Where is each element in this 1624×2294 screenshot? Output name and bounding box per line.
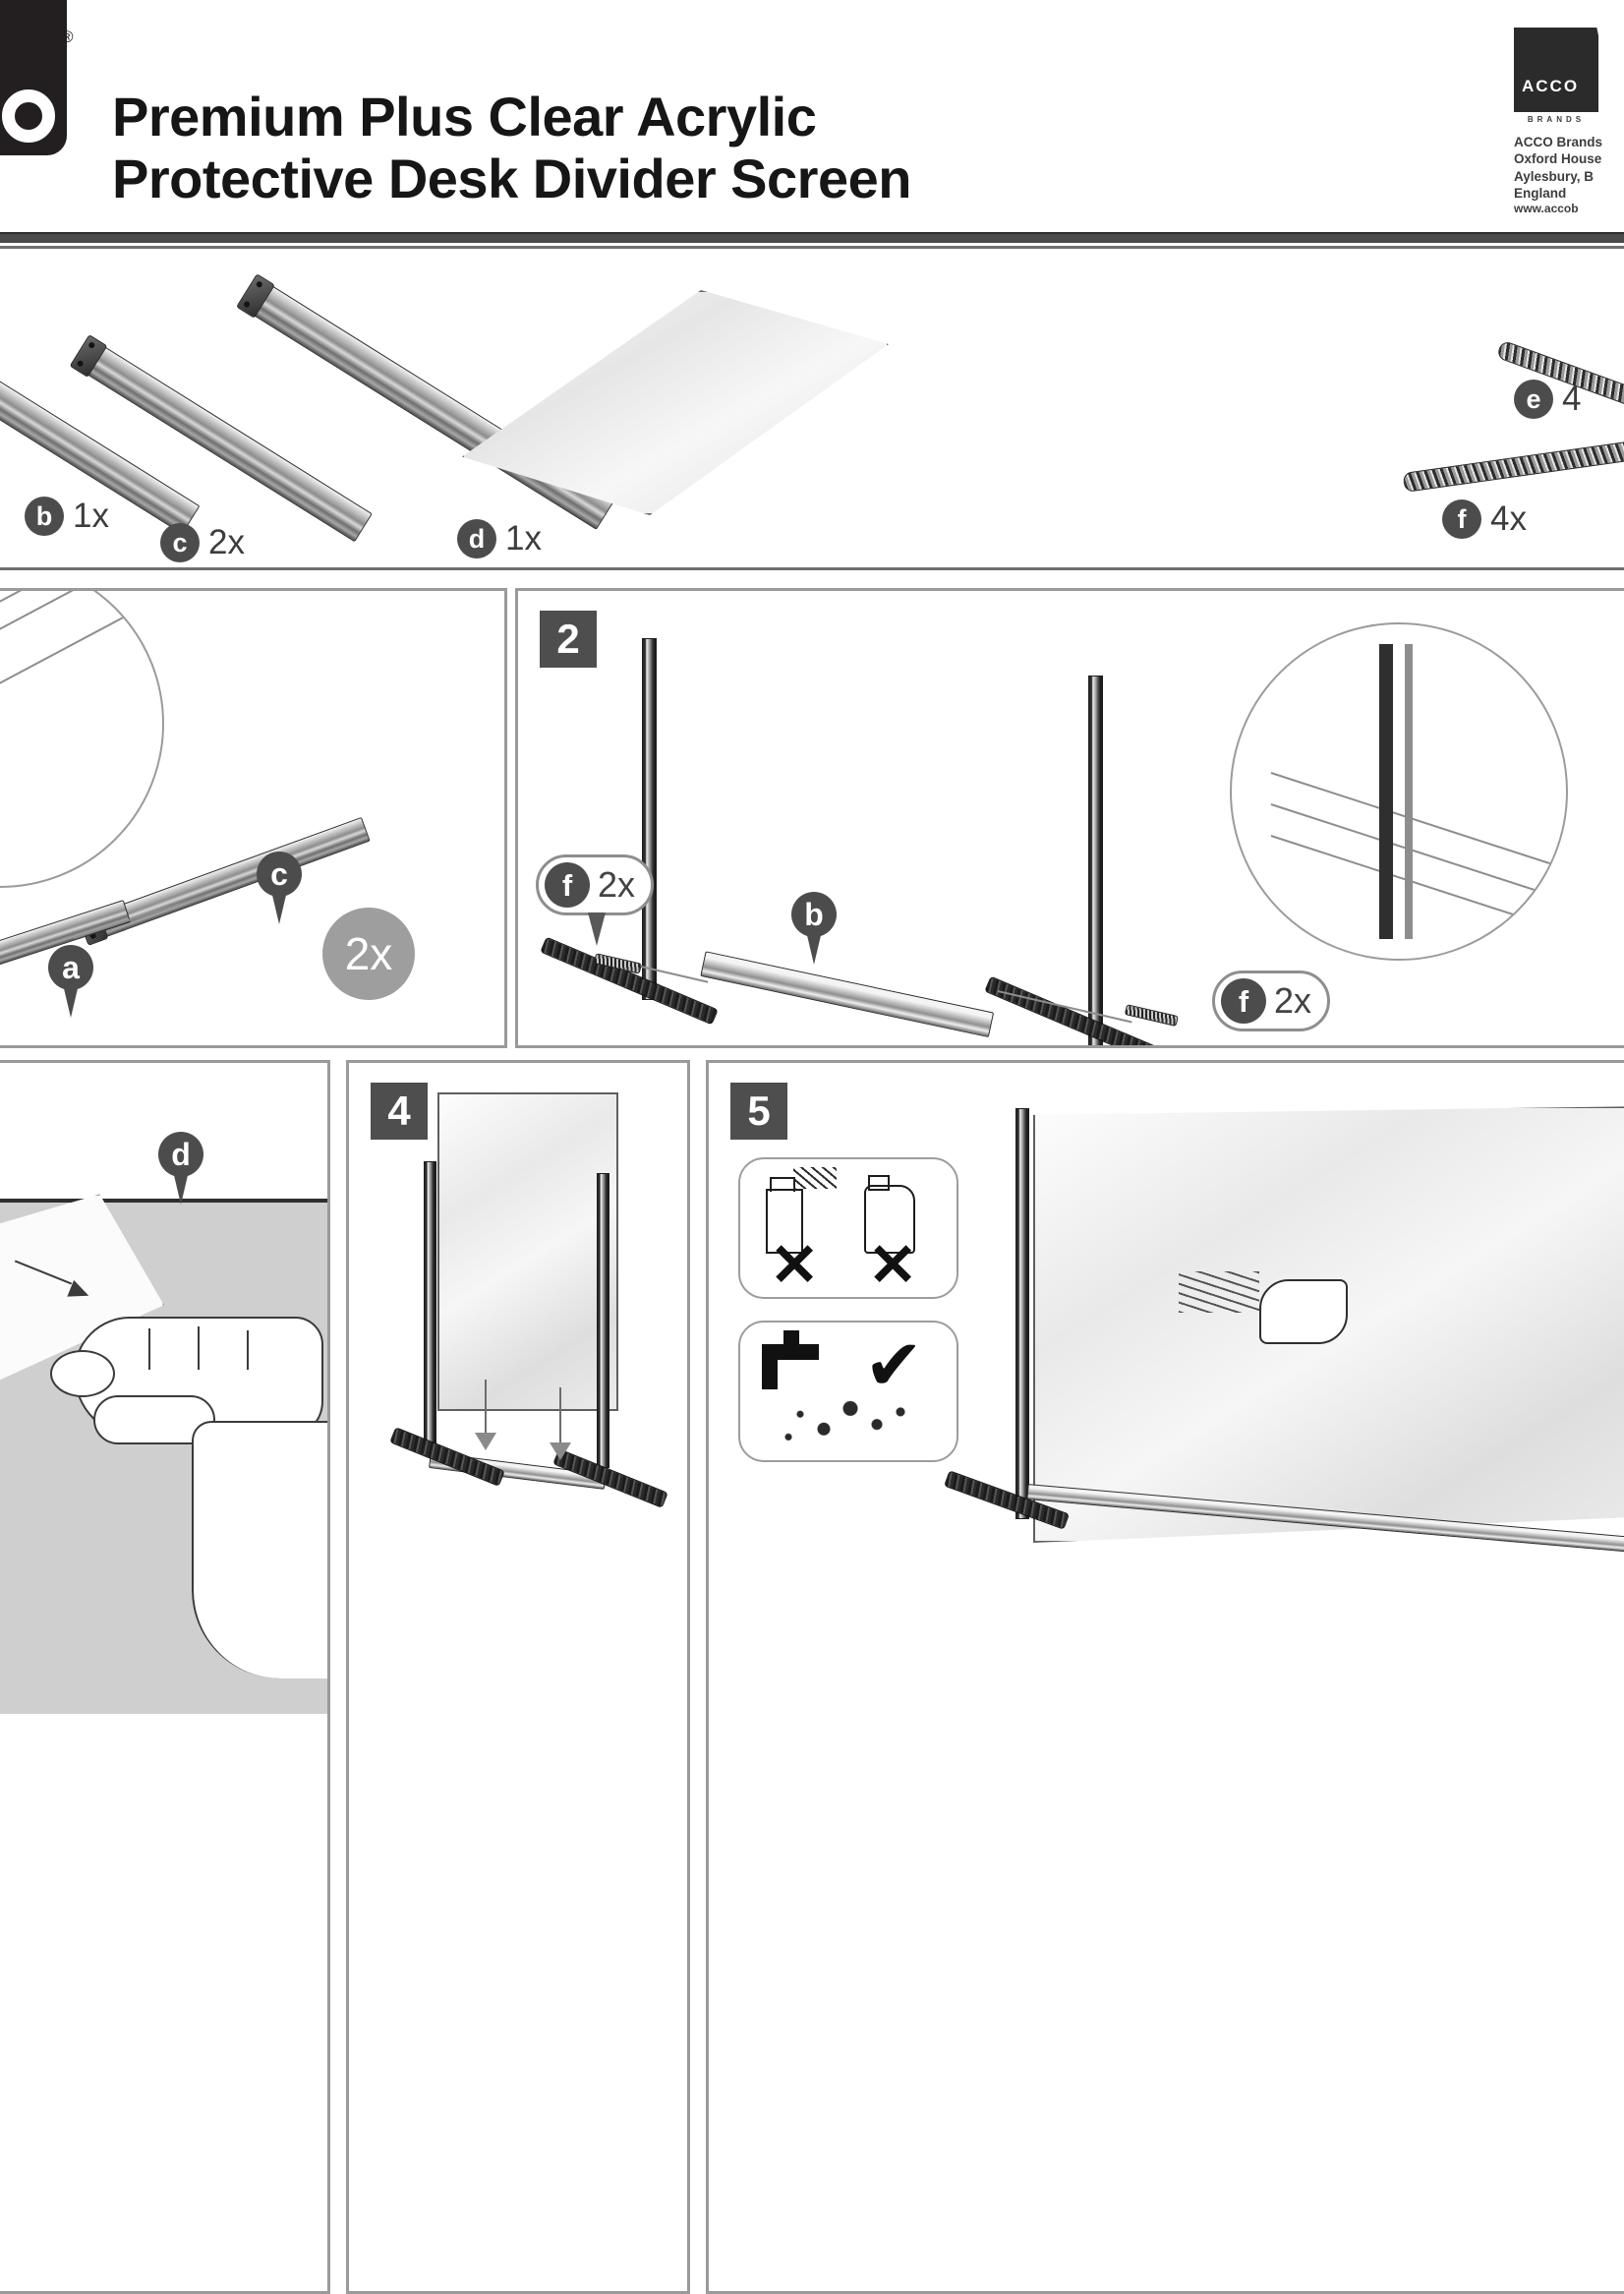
tap-icon bbox=[762, 1344, 819, 1360]
pill-qty-f: 2x bbox=[598, 864, 636, 905]
step-4-panel: 4 bbox=[346, 1060, 690, 2294]
manufacturer-address: ACCO Brands Oxford House Aylesbury, B En… bbox=[1514, 134, 1624, 216]
step-2-number: 2 bbox=[540, 611, 597, 668]
step-2-callout-b: b bbox=[791, 892, 837, 965]
step-2-detail-circle bbox=[1230, 622, 1568, 961]
part-qty-d: 1x bbox=[505, 519, 542, 558]
step-4-insert-arrow-icon bbox=[485, 1380, 487, 1435]
part-letter-badge-c: c bbox=[160, 523, 200, 562]
step-4-insert-arrow-icon bbox=[559, 1387, 561, 1444]
tap-spout-icon bbox=[762, 1360, 778, 1389]
step-1-detail-circle bbox=[0, 591, 164, 888]
step-2-pill-f-right: f 2x bbox=[1212, 971, 1331, 1031]
step-2-screw-right bbox=[1124, 1004, 1179, 1028]
allowed-check-icon: ✔ bbox=[864, 1326, 924, 1405]
part-qty-f: 4x bbox=[1490, 500, 1527, 538]
registered-trademark-symbol: ® bbox=[61, 28, 74, 46]
step-1-callout-a: a bbox=[48, 945, 93, 1018]
step-2-right-post bbox=[1088, 676, 1103, 1045]
part-qty-e: 4 bbox=[1562, 380, 1582, 418]
manufacturer-website: www.accob bbox=[1514, 202, 1579, 216]
hand-illustration bbox=[50, 1305, 327, 1718]
forbidden-x-icon-spray: ✕ bbox=[770, 1232, 820, 1298]
step-1-panel: 1 c a 2x bbox=[0, 588, 507, 1048]
acco-logo-icon: ACCO bbox=[1514, 28, 1598, 112]
soap-bubbles-icon bbox=[774, 1391, 921, 1448]
part-label-f: f 4x bbox=[1442, 500, 1527, 539]
acco-logo-word: ACCO bbox=[1522, 77, 1580, 95]
pill-letter-f: f bbox=[1221, 978, 1266, 1024]
page-title-line1: Premium Plus Clear Acrylic bbox=[112, 86, 817, 147]
step-2-part-b-crossbar bbox=[700, 951, 995, 1038]
step-2-left-foot bbox=[540, 936, 719, 1026]
part-letter-badge-b: b bbox=[25, 497, 64, 536]
step-1-part-c bbox=[78, 816, 371, 946]
step-2-panel: 2 f 2x f 2x b bbox=[515, 588, 1624, 1048]
step-5-left-post bbox=[1015, 1108, 1029, 1519]
step-4-number: 4 bbox=[371, 1083, 428, 1140]
pill-qty-f: 2x bbox=[1274, 980, 1312, 1021]
part-label-e: e 4 bbox=[1514, 380, 1581, 419]
callout-letter-a: a bbox=[48, 945, 93, 990]
brand-logo-mark bbox=[0, 77, 67, 155]
forbidden-x-icon-solvent: ✕ bbox=[868, 1232, 918, 1298]
part-letter-badge-f: f bbox=[1442, 500, 1481, 539]
step-1-repeat-badge: 2x bbox=[322, 908, 415, 1000]
document-header: ® Premium Plus Clear Acrylic Protective … bbox=[0, 0, 1624, 243]
parts-list-panel: b 1x c 2x d 1x e 4 f 4x bbox=[0, 246, 1624, 570]
spray-mist-icon bbox=[793, 1167, 837, 1189]
part-f-illustration bbox=[1402, 439, 1624, 493]
step-3-panel: 3 d bbox=[0, 1060, 330, 2294]
cleaning-cloth-icon bbox=[1259, 1279, 1348, 1344]
step-5-number: 5 bbox=[730, 1083, 787, 1140]
step-5-panel: 5 ✕ ✕ ✔ bbox=[706, 1060, 1624, 2294]
post-section-icon bbox=[1405, 644, 1413, 939]
manufacturer-block: ACCO BRANDS ACCO Brands Oxford House Ayl… bbox=[1514, 28, 1624, 216]
page-title-line2: Protective Desk Divider Screen bbox=[112, 147, 911, 209]
post-section-icon bbox=[1379, 644, 1393, 939]
care-forbidden-box: ✕ ✕ bbox=[738, 1157, 958, 1299]
step-1-callout-c: c bbox=[257, 852, 302, 924]
address-line-1: ACCO Brands bbox=[1514, 135, 1603, 149]
step-4-left-post bbox=[424, 1161, 436, 1456]
part-qty-b: 1x bbox=[73, 497, 109, 535]
part-qty-c: 2x bbox=[208, 523, 245, 561]
pill-letter-f: f bbox=[545, 862, 590, 908]
callout-letter-d: d bbox=[158, 1132, 203, 1177]
step-4-right-post bbox=[597, 1173, 609, 1468]
acco-logo-subword: BRANDS bbox=[1527, 115, 1586, 124]
page-title: Premium Plus Clear Acrylic Protective De… bbox=[112, 86, 1095, 209]
callout-letter-c: c bbox=[257, 852, 302, 897]
part-letter-badge-e: e bbox=[1514, 380, 1553, 419]
care-allowed-box: ✔ bbox=[738, 1321, 958, 1462]
spray-nozzle-icon bbox=[770, 1177, 795, 1192]
part-label-c: c 2x bbox=[160, 523, 245, 562]
address-line-3: Aylesbury, B bbox=[1514, 168, 1595, 184]
part-letter-badge-d: d bbox=[457, 519, 496, 559]
part-label-d: d 1x bbox=[457, 519, 542, 559]
step-2-pill-f-left: f 2x bbox=[536, 854, 655, 946]
step-2-left-post bbox=[642, 638, 657, 1000]
logo-circle-icon bbox=[2, 89, 55, 143]
spray-bottle-icon bbox=[766, 1189, 803, 1254]
address-line-4: England bbox=[1514, 185, 1567, 201]
solvent-cap-icon bbox=[868, 1175, 890, 1191]
header-divider-rule bbox=[0, 232, 1624, 243]
wipe-streaks-icon bbox=[1179, 1271, 1259, 1313]
address-line-2: Oxford House bbox=[1514, 151, 1602, 167]
solvent-bottle-icon bbox=[864, 1185, 915, 1254]
tap-handle-icon bbox=[783, 1330, 799, 1346]
callout-letter-b: b bbox=[791, 892, 837, 937]
step-3-callout-d: d bbox=[158, 1132, 203, 1205]
part-c-illustration bbox=[69, 334, 373, 543]
part-label-b: b 1x bbox=[25, 497, 109, 536]
step-4-acrylic-panel bbox=[437, 1092, 618, 1411]
